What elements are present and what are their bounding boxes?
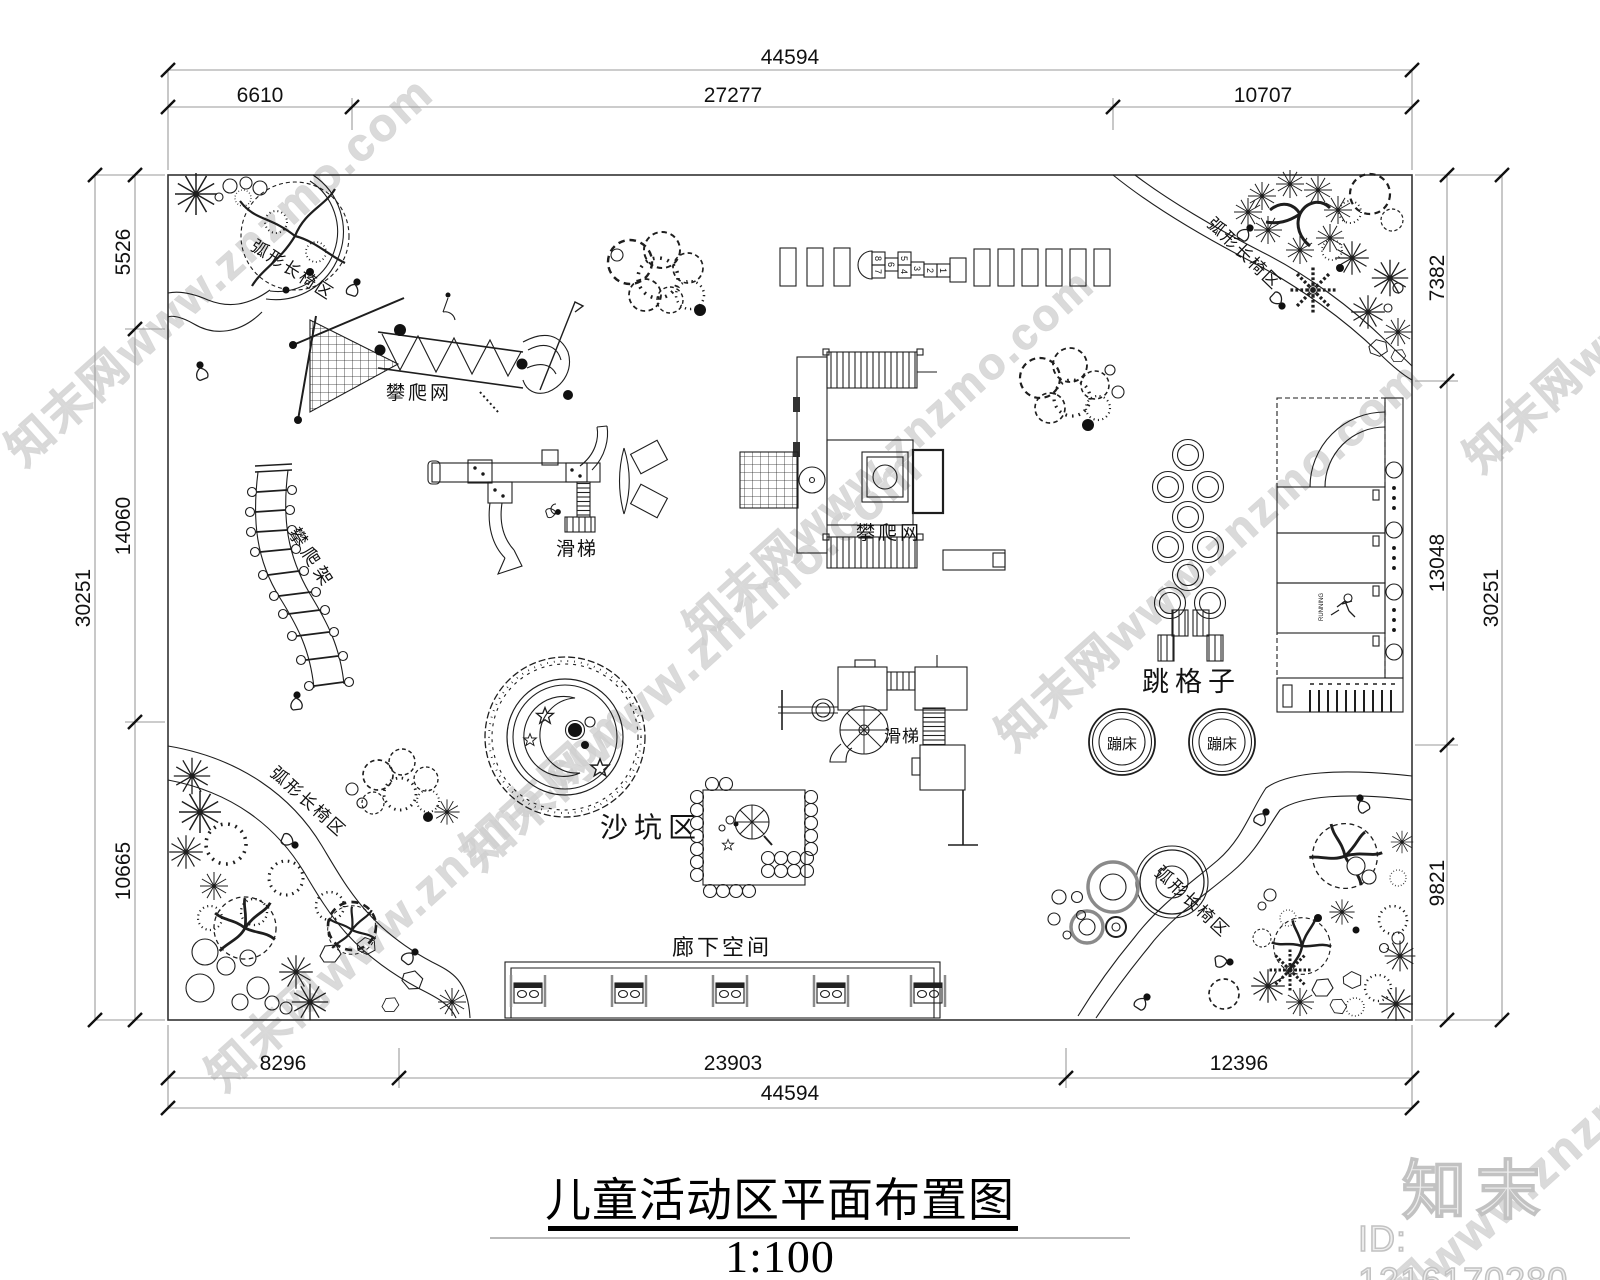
central-play-structure: [739, 348, 1006, 571]
hopscotch-number-5: 5: [899, 255, 910, 261]
label-slide-2: 滑梯: [884, 727, 920, 746]
hopscotch-court: [857, 250, 967, 283]
dim-left-seg3: 10665: [112, 841, 135, 901]
dimension-lines: [94, 69, 1503, 1109]
label-hopscotch: 跳格子: [1142, 667, 1241, 697]
image-id: ID: 1216170280: [1357, 1217, 1568, 1280]
label-running-track: RUNNING: [1319, 593, 1325, 621]
climbing-frame: [244, 463, 355, 692]
dim-left-seg1: 5526: [112, 228, 135, 276]
dimension-ticks: [87, 62, 1510, 1116]
dim-bottom-total: 44594: [760, 1082, 820, 1105]
activity-wall: [1276, 397, 1404, 713]
hopscotch-number-6: 6: [886, 261, 897, 267]
runner-icon: [1330, 593, 1356, 618]
stepping-rings: [1151, 438, 1227, 662]
hopscotch-number-4: 4: [899, 268, 910, 274]
hopscotch-number-2: 2: [925, 267, 936, 273]
site-logo: 知末: [1401, 1154, 1550, 1228]
dim-top-seg2: 27277: [703, 84, 763, 107]
climbing-net-structure: [289, 292, 585, 424]
hopscotch-number-7: 7: [873, 268, 884, 274]
label-trampoline-2: 蹦床: [1206, 737, 1237, 753]
tree-cluster-mid-left: [606, 231, 706, 316]
trampolines: [1088, 708, 1256, 776]
title-underline-thin: [490, 1237, 1130, 1239]
hopscotch-number-3: 3: [912, 265, 923, 271]
play-house: [689, 776, 819, 899]
corridor-bench-row: [504, 961, 947, 1019]
dim-right-seg1: 7382: [1426, 254, 1449, 302]
dim-right-seg2: 13048: [1426, 533, 1449, 593]
dim-bottom-seg2: 23903: [703, 1052, 763, 1075]
paving-row: [779, 247, 1111, 287]
curved-bench-top-left: [167, 172, 364, 382]
label-slide-1: 滑梯: [556, 539, 599, 560]
dim-left-seg2: 14060: [112, 496, 135, 556]
dim-top-total: 44594: [760, 46, 820, 69]
label-corridor-space: 廊下空间: [672, 935, 773, 960]
label-sand-pit: 沙坑区: [600, 813, 703, 844]
hopscotch-number-8: 8: [873, 255, 884, 261]
label-trampoline-1: 蹦床: [1106, 737, 1137, 753]
dim-right-total: 30251: [1480, 568, 1503, 628]
label-climbing-net-2: 攀爬网: [856, 523, 923, 544]
label-climbing-net-1: 攀爬网: [386, 383, 453, 404]
curved-bench-top-right: [1112, 169, 1413, 381]
dim-top-seg3: 10707: [1233, 84, 1293, 107]
plan-border: [167, 174, 1413, 1021]
slide-structure-2: [778, 655, 978, 846]
dim-bottom-seg1: 8296: [259, 1052, 307, 1075]
hopscotch-number-1: 1: [938, 267, 949, 273]
curved-bench-bottom-right: [1047, 771, 1417, 1022]
tree-cluster-center: [1018, 347, 1125, 431]
sand-pit: [484, 656, 646, 818]
drawing-title: 儿童活动区平面布置图1:100: [545, 1175, 1015, 1280]
dim-top-seg1: 6610: [236, 84, 284, 107]
slide-structure-1: [427, 425, 669, 575]
dim-left-total: 30251: [72, 568, 95, 628]
dim-bottom-seg3: 12396: [1209, 1052, 1269, 1075]
curved-bench-bottom-left: [167, 690, 471, 1021]
title-underline: [548, 1226, 1018, 1231]
dim-right-seg3: 9821: [1426, 859, 1449, 907]
